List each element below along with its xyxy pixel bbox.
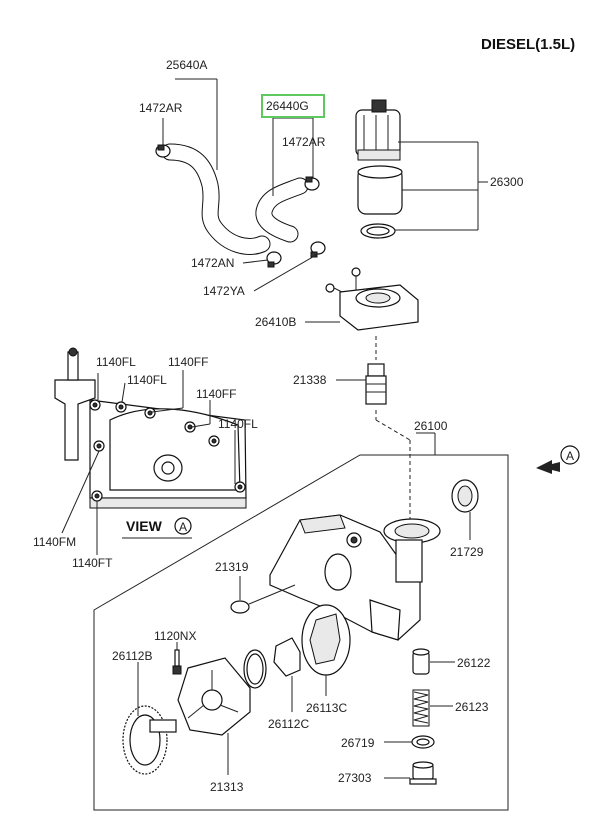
label-26440G[interactable]: 26440G	[266, 99, 309, 113]
cover-21313	[177, 657, 251, 736]
gear-26112B	[122, 705, 177, 775]
label-1140FL-b: 1140FL	[127, 373, 167, 387]
hose-26440G	[255, 177, 309, 243]
label-1140FF-a: 1140FF	[168, 355, 208, 369]
label-1140FT: 1140FT	[72, 556, 113, 570]
view-a-circle	[174, 517, 192, 535]
view-a-circle-letter: A	[179, 520, 187, 534]
seal-21729	[451, 479, 479, 513]
label-1472AR-right: 1472AR	[282, 135, 326, 149]
label-21313: 21313	[210, 780, 244, 794]
label-26719: 26719	[341, 736, 375, 750]
label-26112B: 26112B	[112, 649, 152, 663]
hose-25640A	[161, 143, 271, 255]
label-1472YA: 1472YA	[203, 284, 245, 298]
clamp-1472YA	[310, 241, 326, 258]
label-27303: 27303	[338, 771, 372, 785]
diagram-title: DIESEL(1.5L)	[481, 36, 575, 53]
spring-26123	[412, 689, 430, 727]
label-1140FL-a: 1140FL	[96, 355, 136, 369]
outer-rotor-26113C	[301, 604, 351, 676]
label-1140FL-c: 1140FL	[218, 417, 258, 431]
label-1140FM: 1140FM	[33, 535, 76, 549]
label-26300: 26300	[490, 175, 524, 189]
label-21319: 21319	[215, 560, 249, 574]
highlight-box-26440G	[261, 94, 325, 118]
view-direction-arrow	[536, 460, 560, 474]
clamp-1472AR-left	[155, 144, 171, 158]
label-26410B: 26410B	[255, 315, 296, 329]
label-26123: 26123	[455, 700, 489, 714]
plug-27303	[409, 761, 437, 785]
filter-housing-26410B	[325, 267, 419, 331]
label-26112C: 26112C	[268, 717, 309, 731]
label-26113C: 26113C	[306, 701, 347, 715]
oring-21319	[230, 600, 250, 614]
oil-filter-26300	[355, 99, 403, 239]
assembly-frame-26100	[93, 454, 509, 811]
oring-cover	[243, 649, 267, 689]
view-a-caption: VIEW	[126, 518, 163, 534]
washer-26719	[411, 735, 435, 749]
view-arrow-circle	[560, 445, 580, 465]
label-1472AR-left: 1472AR	[139, 101, 183, 115]
clamp-1472AN	[266, 251, 282, 268]
view-arrow-letter: A	[566, 449, 574, 463]
inner-rotor-26112C	[273, 637, 301, 677]
plug-21338	[365, 336, 387, 405]
label-1472AN: 1472AN	[191, 256, 234, 270]
label-26100: 26100	[414, 419, 448, 433]
oil-pump-body-26100	[269, 514, 441, 641]
label-21338: 21338	[293, 373, 327, 387]
label-1120NX: 1120NX	[154, 629, 196, 643]
plunger-26122	[412, 648, 430, 675]
label-1140FF-b: 1140FF	[196, 387, 236, 401]
clamp-1472AR-right	[304, 176, 320, 191]
bolt-1120NX	[172, 649, 182, 675]
label-25640A: 25640A	[166, 58, 207, 72]
label-21729: 21729	[450, 545, 484, 559]
label-26122: 26122	[457, 656, 491, 670]
